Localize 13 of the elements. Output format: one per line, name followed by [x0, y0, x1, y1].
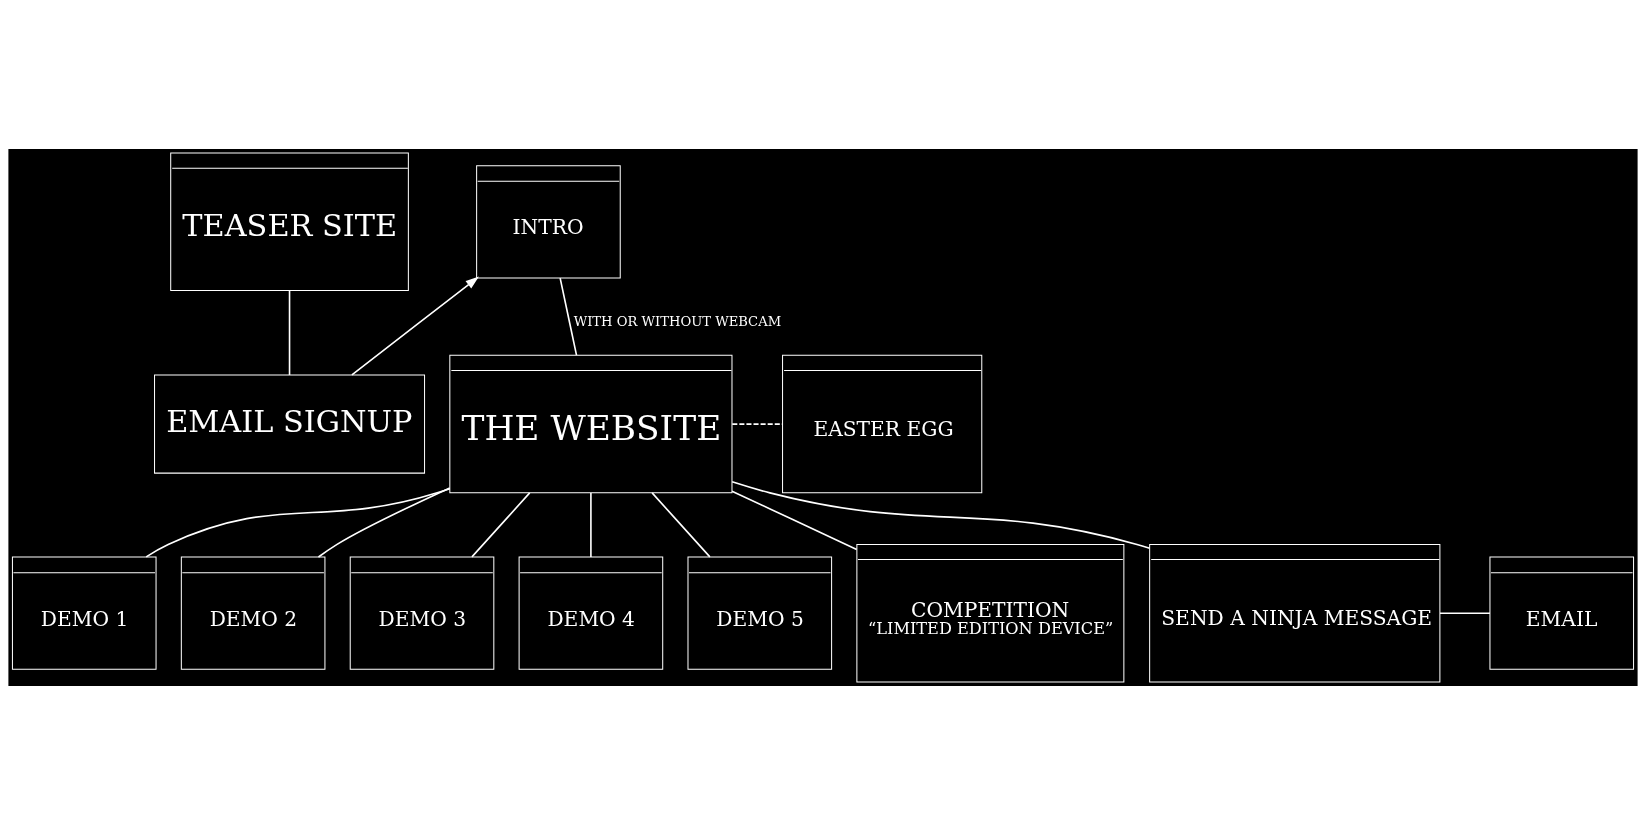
connector — [145, 487, 451, 558]
connector — [651, 492, 711, 558]
connector — [1439, 612, 1491, 614]
connector — [590, 492, 592, 558]
connector — [317, 487, 451, 558]
connector — [731, 481, 1151, 549]
arrow — [351, 276, 479, 376]
connector — [288, 289, 291, 376]
connector — [559, 277, 578, 356]
connector — [471, 492, 531, 558]
edge-label: WITH OR WITHOUT WEBCAM — [573, 314, 782, 330]
node-box: EMAIL SIGNUP — [154, 374, 426, 474]
connector — [731, 490, 858, 551]
